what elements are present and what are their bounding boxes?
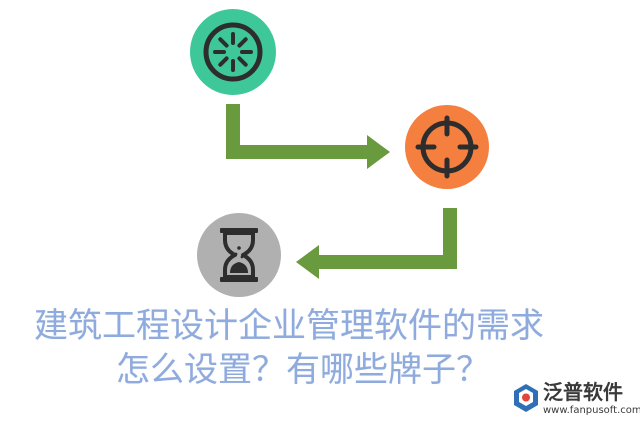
flow-arrow-1 [226,104,390,169]
watermark-brand-name: 泛普软件 [543,380,623,404]
fanpu-logo-icon [514,384,538,412]
flow-arrow-2 [296,208,457,279]
title-line-1: 建筑工程设计企业管理软件的需求 [34,306,544,346]
watermark-url: www.fanpusoft.com [543,405,640,416]
title-line-2: 怎么设置？有哪些牌子？ [116,350,490,390]
step-2-node [405,105,489,189]
step-1-node [190,9,276,95]
step-3-node [197,213,281,297]
fanpu-watermark: 泛普软件 www.fanpusoft.com [509,379,640,421]
hourglass-icon [220,228,258,282]
crosshair-icon [415,115,479,179]
gear-icon [203,22,263,82]
